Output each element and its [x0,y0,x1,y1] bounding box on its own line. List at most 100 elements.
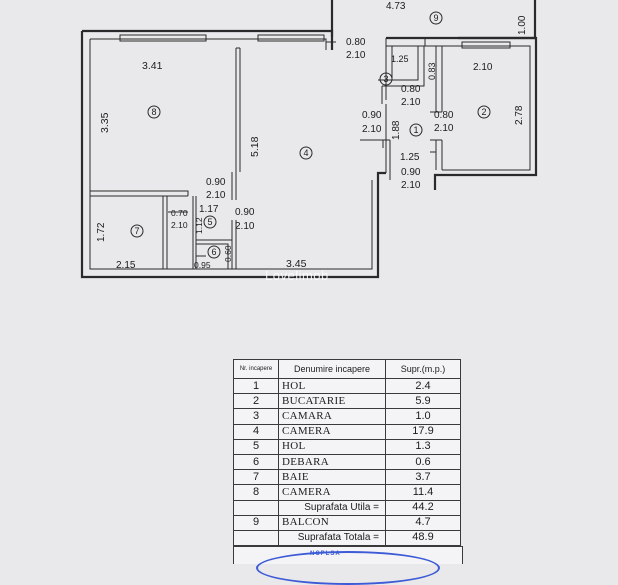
doors [168,41,442,257]
header-area: Supr.(m.p.) [385,359,461,379]
table-header-row: Nr. incapere Denumire incapere Supr.(m.p… [233,359,461,379]
door-width-label: 0.70 [171,208,188,218]
row-name: CAMERA [278,484,386,501]
row-area: 11.4 [385,484,461,501]
svg-text:9: 9 [433,13,438,23]
row-nr: 3 [233,408,279,425]
room4-height-label: 5.18 [249,136,261,157]
row-area: 3.7 [385,469,461,486]
row-area: 2.4 [385,377,461,395]
header-nr: Nr. incapere [233,359,279,379]
stamp-text: NCPLSA [310,551,341,557]
room-marker-6: 6 [207,245,221,259]
svg-text:4: 4 [303,148,308,158]
room-marker-9: 9 [429,11,443,25]
room5-height-label: 1.12 [194,217,204,234]
room-area-table: Nr. incapere Denumire incapere Supr.(m.p… [233,359,461,547]
door-width-label: 0.90 [235,207,255,218]
floor-plan: 4.73 1.00 3.41 3.35 5.18 2.10 2.78 0.80 … [80,0,538,283]
total-area-label: Suprafata Totala = [278,529,386,547]
row-name: BAIE [278,469,386,486]
useful-area-value: 44.2 [385,499,461,516]
door-width-label: 0.80 [434,110,454,121]
balcony-row: 9 BALCON 4.7 [233,514,461,531]
row-nr: 8 [233,484,279,501]
row-name: CAMERA [278,423,386,440]
row-area: 0.6 [385,453,461,471]
useful-area-label: Suprafata Utila = [278,499,386,516]
row-area: 1.0 [385,408,461,425]
room-marker-8: 8 [147,105,161,119]
row-nr: 5 [233,438,279,455]
room8-width-label: 3.41 [142,60,163,72]
door-width-label: 0.80 [346,37,366,48]
door-height-label: 2.10 [206,190,226,201]
door-height-label: 2.10 [346,50,366,61]
door-width-label: 0.90 [206,177,226,188]
row-name: BALCON [278,514,386,531]
row-nr: 4 [233,423,279,440]
room7-width-label: 2.15 [116,260,136,271]
header-name: Denumire incapere [278,359,386,379]
room5-width-label: 1.17 [199,204,219,215]
svg-text:7: 7 [134,226,139,236]
row-nr: 6 [233,453,279,471]
svg-text:6: 6 [211,247,216,257]
total-useful-row: Suprafata Utila = 44.2 [233,499,461,516]
room2-height-label: 2.78 [514,105,525,125]
room6-width-label: 0.95 [194,260,211,270]
room1-height-label: 1.88 [391,120,402,140]
svg-text:1: 1 [413,125,418,135]
stamp-box: NCPLSA [233,546,463,585]
dimension-labels: 4.73 1.00 3.41 3.35 5.18 2.10 2.78 0.80 … [96,1,528,271]
row-nr: 9 [233,514,279,531]
door-width-label: 0.80 [401,84,421,95]
row-area: 5.9 [385,393,461,410]
room-marker-5: 5 [203,215,217,229]
stamp-oval [256,551,440,585]
total-area-value: 48.9 [385,529,461,547]
door-height-label: 2.10 [401,180,421,191]
room4-width-label: 3.45 [286,258,307,270]
row-name: CAMARA [278,408,386,425]
room3-height-label: 0.83 [427,62,437,80]
row-nr: 2 [233,393,279,410]
room1-width-label: 1.25 [400,152,420,163]
door-height-label: 2.10 [362,124,382,135]
room-marker-7: 7 [130,224,144,238]
door-height-label: 2.10 [235,221,255,232]
room6-height-label: 0.60 [223,245,233,262]
svg-text:3: 3 [383,74,388,84]
room-marker-2: 2 [477,105,491,119]
room2-width-label: 2.10 [473,62,493,73]
room7-height-label: 1.72 [96,222,107,242]
windows [119,34,511,49]
room-marker-4: 4 [299,146,313,160]
row-area: 4.7 [385,514,461,531]
watermark: Lovelimob [265,268,329,283]
svg-text:2: 2 [481,107,486,117]
svg-text:8: 8 [151,107,156,117]
row-area: 1.3 [385,438,461,455]
row-name: HOL [278,377,386,395]
door-height-label: 2.10 [401,97,421,108]
row-nr: 7 [233,469,279,486]
door-height-label: 2.10 [171,220,188,230]
row-area: 17.9 [385,423,461,440]
room-markers: 9 8 4 3 2 1 5 7 [130,11,491,259]
door-height-label: 2.10 [434,123,454,134]
door-width-label: 0.90 [362,110,382,121]
row-nr: 1 [233,377,279,395]
room8-height-label: 3.35 [99,112,111,133]
room-marker-1: 1 [409,123,423,137]
row-name: HOL [278,438,386,455]
row-name: DEBARA [278,453,386,471]
